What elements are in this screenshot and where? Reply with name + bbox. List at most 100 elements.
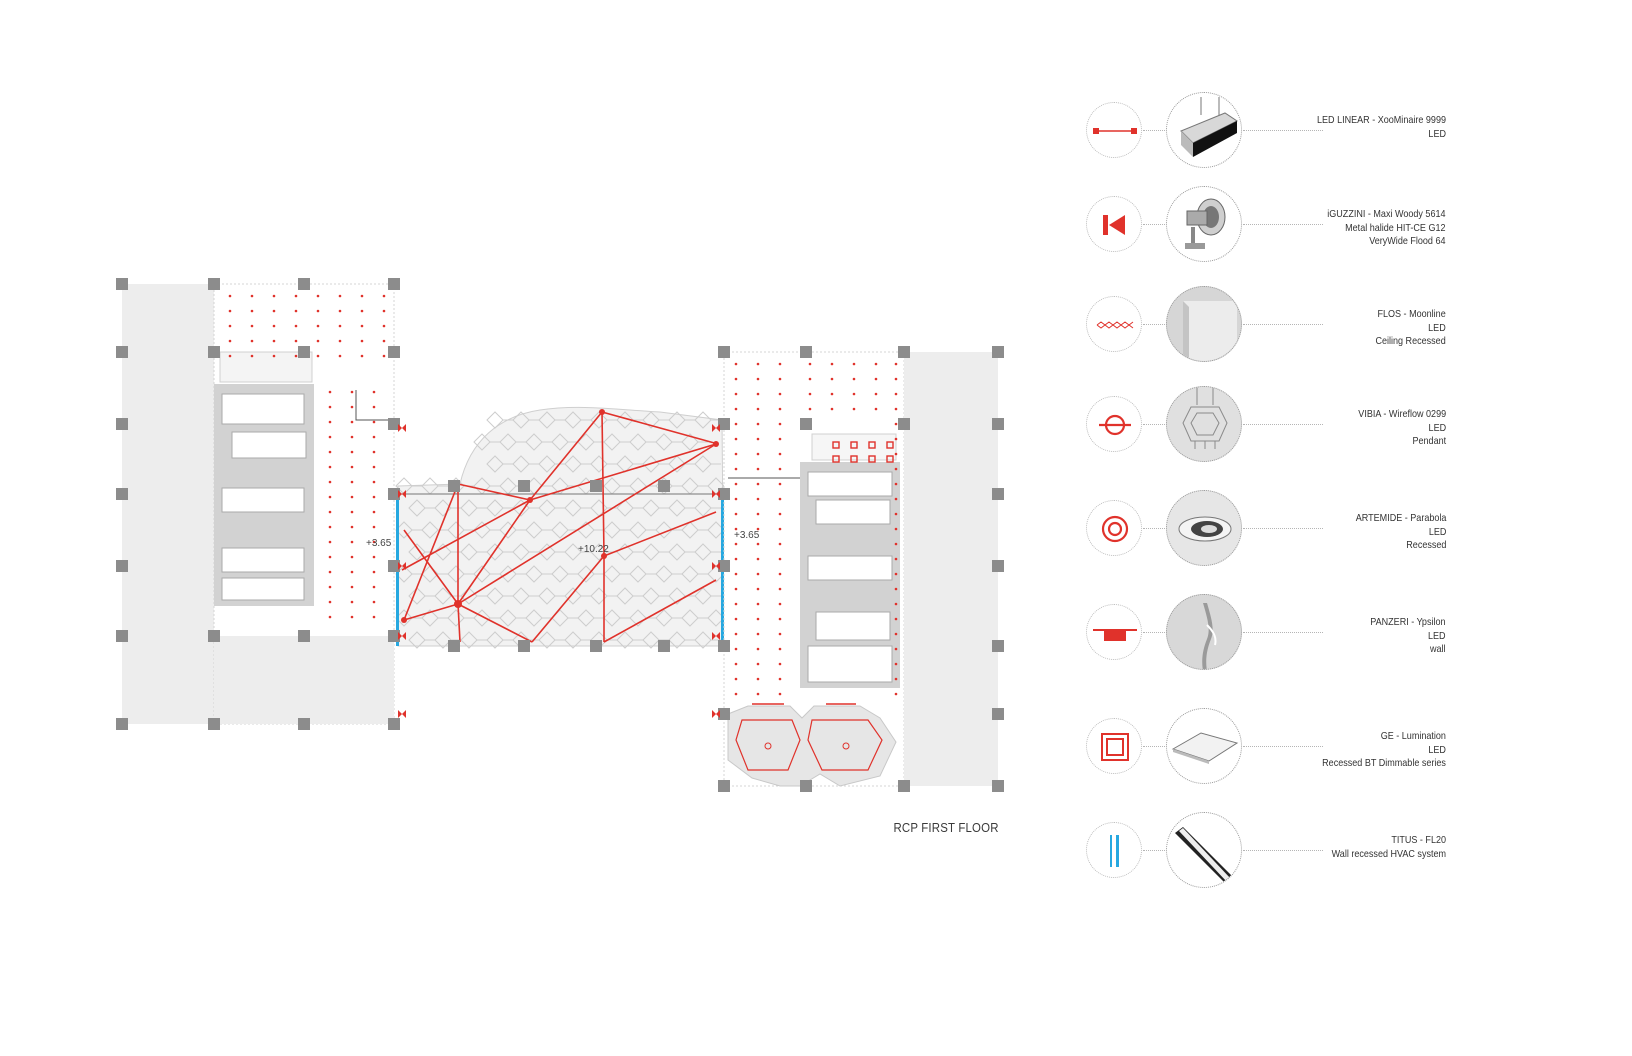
pendant-icon <box>1086 396 1142 452</box>
column <box>298 278 310 290</box>
column <box>298 630 310 642</box>
legend-line: LED <box>1428 421 1446 434</box>
legend-line: LED LINEAR - XooMinaire 9999 <box>1317 114 1446 126</box>
level-atrium: +10.22 <box>578 544 609 555</box>
recessed-spot-icon <box>1086 500 1142 556</box>
column <box>116 346 128 358</box>
legend-line: Recessed BT Dimmable series <box>1322 757 1446 769</box>
linear-fixture-photo <box>1166 92 1242 168</box>
column <box>388 346 400 358</box>
linear-diffuser-photo <box>1166 812 1242 888</box>
legend-line: ARTEMIDE - Parabola <box>1355 512 1446 524</box>
floodlight-icon <box>1086 196 1142 252</box>
moonline-icon <box>1086 296 1142 352</box>
column <box>992 708 1004 720</box>
column <box>208 278 220 290</box>
column <box>448 640 460 652</box>
column <box>992 640 1004 652</box>
recessed-spot-photo <box>1166 490 1242 566</box>
column <box>388 278 400 290</box>
legend-line: LED <box>1428 629 1446 642</box>
legend-line: Ceiling Recessed <box>1375 335 1446 347</box>
column <box>518 480 530 492</box>
column <box>718 780 730 792</box>
legend-line: Metal halide HIT-CE G12 <box>1345 221 1446 234</box>
column <box>718 488 730 500</box>
floodlight-photo <box>1166 186 1242 262</box>
legend-line: LED <box>1428 127 1446 140</box>
column <box>718 560 730 572</box>
column <box>388 560 400 572</box>
legend-line: FLOS - Moonline <box>1377 308 1446 320</box>
ceiling-panel-photo <box>1166 286 1242 362</box>
column <box>116 630 128 642</box>
wall-light-icon <box>1086 604 1142 660</box>
column <box>116 418 128 430</box>
column <box>388 630 400 642</box>
column <box>590 640 602 652</box>
central-atrium <box>392 406 747 649</box>
column <box>388 718 400 730</box>
column <box>800 418 812 430</box>
legend-line: PANZERI - Ypsilon <box>1370 616 1446 628</box>
column <box>388 488 400 500</box>
legend-line: Wall recessed HVAC system <box>1331 847 1446 860</box>
column <box>518 640 530 652</box>
right-wing <box>723 351 998 787</box>
legend-line: Recessed <box>1405 539 1446 551</box>
column <box>718 708 730 720</box>
column <box>800 780 812 792</box>
column <box>992 560 1004 572</box>
legend-line: iGUZZINI - Maxi Woody 5614 <box>1327 208 1446 220</box>
legend-line: VeryWide Flood 64 <box>1369 235 1446 247</box>
level-right: +3.65 <box>734 530 760 541</box>
column <box>800 346 812 358</box>
rcp-floor-plan: +3.65 +10.22 +3.65 <box>116 278 1004 792</box>
legend-line: TITUS - FL20 <box>1391 834 1446 846</box>
column <box>992 346 1004 358</box>
column <box>116 560 128 572</box>
column <box>298 718 310 730</box>
column <box>898 418 910 430</box>
legend-line: Pendant <box>1412 435 1446 447</box>
linear-led-icon <box>1086 102 1142 158</box>
legend-line: LED <box>1428 525 1446 538</box>
column <box>208 718 220 730</box>
column <box>898 780 910 792</box>
left-wing <box>122 283 395 725</box>
column <box>116 488 128 500</box>
column <box>208 346 220 358</box>
diffuser-icon <box>1086 822 1142 878</box>
column <box>898 346 910 358</box>
column <box>658 480 670 492</box>
plan-title: RCP FIRST FLOOR <box>893 820 999 835</box>
square-panel-photo <box>1166 708 1242 784</box>
column <box>208 630 220 642</box>
column <box>992 418 1004 430</box>
column <box>388 418 400 430</box>
column <box>992 488 1004 500</box>
column <box>298 346 310 358</box>
legend-line: GE - Lumination <box>1380 730 1446 742</box>
column <box>718 346 730 358</box>
wall-light-photo <box>1166 594 1242 670</box>
column <box>718 640 730 652</box>
column <box>992 780 1004 792</box>
column <box>116 278 128 290</box>
column <box>590 480 602 492</box>
legend-line: LED <box>1428 321 1446 334</box>
square-panel-icon <box>1086 718 1142 774</box>
column <box>658 640 670 652</box>
pendant-photo <box>1166 386 1242 462</box>
legend-line: LED <box>1428 743 1446 756</box>
legend-line: VIBIA - Wireflow 0299 <box>1358 408 1446 420</box>
legend-line: wall <box>1430 643 1446 655</box>
